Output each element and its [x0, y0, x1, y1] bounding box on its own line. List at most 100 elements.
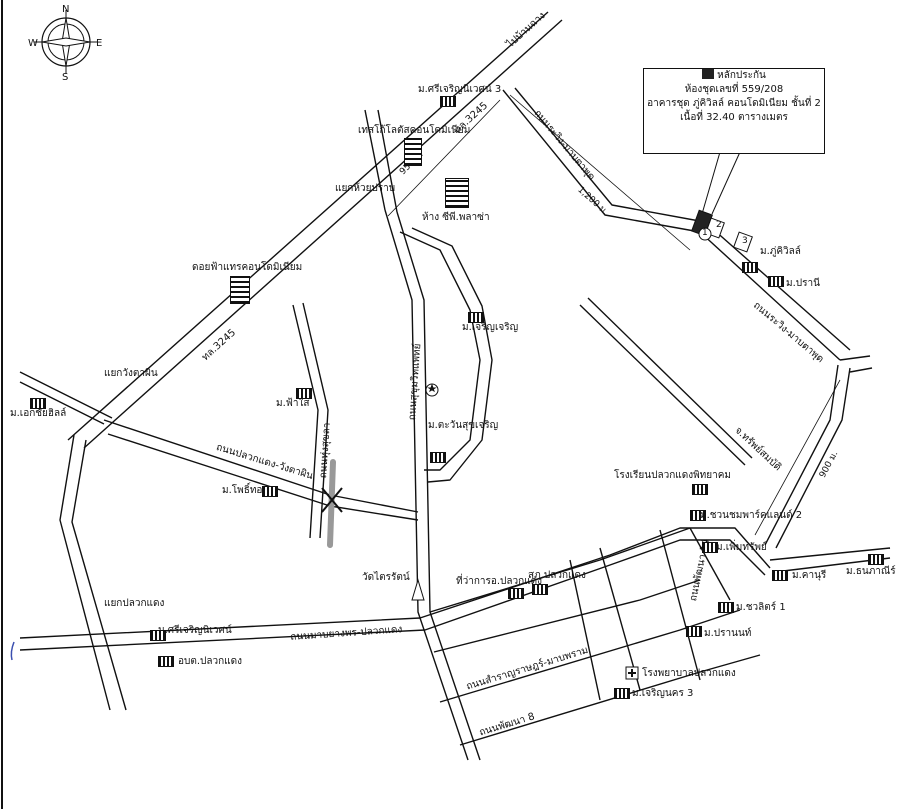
- road-grid-6: [599, 547, 641, 691]
- callout-line1: ห้องชุดเลขที่ 559/208: [684, 84, 784, 95]
- road-thungsukhla-b: [302, 302, 329, 539]
- pencil-mark: [327, 459, 336, 548]
- place-mb-pranon: ม.ปรานนท์: [704, 628, 752, 639]
- plot-3: [733, 231, 753, 253]
- callout-legend-row: หลักประกัน: [644, 69, 824, 83]
- building-icon: [430, 452, 446, 463]
- building-icon: [686, 626, 702, 637]
- temple-icon: [411, 578, 425, 601]
- place-yaek-huai: แยกห้วยปราบ: [335, 183, 396, 194]
- road-grid-5: [569, 559, 601, 701]
- place-yaek-pluak: แยกปลวกแดง: [104, 598, 165, 609]
- road-main-ew-b: [19, 539, 766, 651]
- star-icon: [425, 383, 439, 397]
- road-grid-2: [433, 579, 701, 653]
- place-mb-fai: ม.ฟ้าใส: [276, 398, 310, 409]
- condo-tower-icon: [404, 138, 422, 166]
- callout-legend: หลักประกัน: [717, 70, 766, 81]
- compass-e: E: [96, 38, 103, 49]
- road-center-b: [396, 211, 481, 761]
- obt-icon: [158, 656, 174, 667]
- building-icon: [468, 312, 484, 323]
- compass-w: W: [28, 38, 38, 49]
- park-outline: [399, 231, 481, 471]
- place-mb-chawan: ม.ชวนชมพาร์คแลนด์ 2: [700, 510, 803, 521]
- road-right-south-a: [764, 364, 839, 546]
- place-mb-srisamran: ม.ศรีเจริญนิเวศน์: [158, 625, 232, 636]
- place-mb-phothong: ม.โพธิ์ทอง: [222, 485, 268, 496]
- road-right-east-a: [839, 355, 871, 361]
- building-icon: [262, 486, 278, 497]
- place-mb-sansan: ม.ธนภาณีร์: [846, 566, 896, 577]
- place-tesco: เทสโก้โลตัสคอนโดมิเนียม: [358, 125, 471, 136]
- police-icon: [532, 584, 548, 595]
- road-thungsukhla-a: [292, 304, 319, 539]
- place-mb-phuville: ม.ภู่คิวิลล์: [760, 246, 801, 257]
- road-sapsombat-b: [587, 297, 753, 459]
- road-3245-north: [67, 11, 549, 441]
- place-wat: วัดไตรรัตน์: [362, 572, 410, 583]
- compass-s: S: [62, 72, 69, 83]
- compass-rose: [34, 10, 98, 74]
- road-main-ew-a: [19, 527, 771, 639]
- ink-stamp-mark: [10, 641, 15, 661]
- dim-950: [387, 99, 501, 217]
- building-icon: [440, 96, 456, 107]
- place-obt: อบต.ปลวกแดง: [178, 656, 242, 667]
- place-cp-plaza: ห้าง ซีพี.พลาซ่า: [422, 212, 490, 223]
- road-grid-7: [659, 529, 701, 681]
- road-grid-4: [459, 654, 761, 746]
- road-left-vertical-b: [71, 439, 127, 711]
- road-grid-3: [439, 609, 741, 703]
- place-school: โรงเรียนปลวกแดงพิทยาคม: [614, 470, 732, 481]
- place-mb-tawan: ม.ตะวันสุขเจริญ: [428, 420, 499, 431]
- place-mb-pranee: ม.ปรานี: [786, 278, 820, 289]
- road-center-a: [384, 209, 469, 761]
- place-mb-chawalit1: ม.ชวลิตร์ 1: [736, 602, 786, 613]
- place-land-office: ที่ว่าการอ.ปลวกแดง: [456, 576, 543, 587]
- place-mb-charoen3: ม.เจริญนคร 3: [632, 688, 694, 699]
- callout-pointer-b: [711, 151, 741, 215]
- place-mb-phanthip: ม.เพิ่มทรัพย์: [716, 542, 767, 553]
- building-icon: [742, 262, 758, 273]
- plot-1-marker: [698, 227, 712, 241]
- building-icon: [718, 602, 734, 613]
- road-right-east-b: [849, 367, 873, 373]
- building-icon: [772, 570, 788, 581]
- mall-icon: [445, 178, 469, 208]
- road-west-edge-a: [19, 371, 113, 419]
- road-right-south-b: [775, 367, 851, 549]
- callout-line3: เนื้อที่ 32.40 ตารางเมตร: [680, 112, 788, 123]
- road-east-a: [769, 547, 891, 561]
- road-grid-1: [429, 527, 691, 613]
- collateral-callout: หลักประกัน ห้องชุดเลขที่ 559/208 อาคารชุ…: [643, 68, 825, 154]
- park-outline-inner: [411, 227, 493, 483]
- road-rawing-top-a: [502, 89, 841, 361]
- dim-1200: [509, 94, 691, 251]
- building-icon: [30, 398, 46, 409]
- land-office-icon: [508, 588, 524, 599]
- place-police: สภ.ปลวกแดง: [528, 570, 586, 581]
- plot-number-3: 3: [742, 236, 748, 246]
- dim-900: [754, 379, 841, 536]
- building-icon: [702, 542, 718, 553]
- place-mb-ek: ม.เอกชัยฮิลล์: [10, 408, 67, 419]
- place-hospital: โรงพยาบาลปลวกแดง: [642, 668, 736, 679]
- plot-number-2: 2: [716, 220, 722, 230]
- school-icon: [692, 484, 708, 495]
- compass-n: N: [62, 4, 70, 15]
- building-icon: [768, 276, 784, 287]
- road-sapsombat-a: [579, 304, 746, 466]
- road-3245-south: [83, 19, 563, 449]
- bridge-icon: [321, 487, 343, 513]
- place-mb-khanuri: ม.คานุรี: [792, 570, 827, 581]
- building-icon: [150, 630, 166, 641]
- callout-pointer-a: [701, 151, 721, 215]
- place-yaek-wang: แยกวังตาผิน: [104, 368, 158, 379]
- road-west-edge-b: [19, 381, 105, 425]
- place-mb-charoen: ม.เจริญเจริญ: [462, 322, 519, 333]
- callout-line2: อาคารชุด ภู่คิวิลล์ คอนโดมิเนียม ชั้นที่…: [647, 98, 821, 109]
- plot-number-1: 1: [702, 228, 708, 238]
